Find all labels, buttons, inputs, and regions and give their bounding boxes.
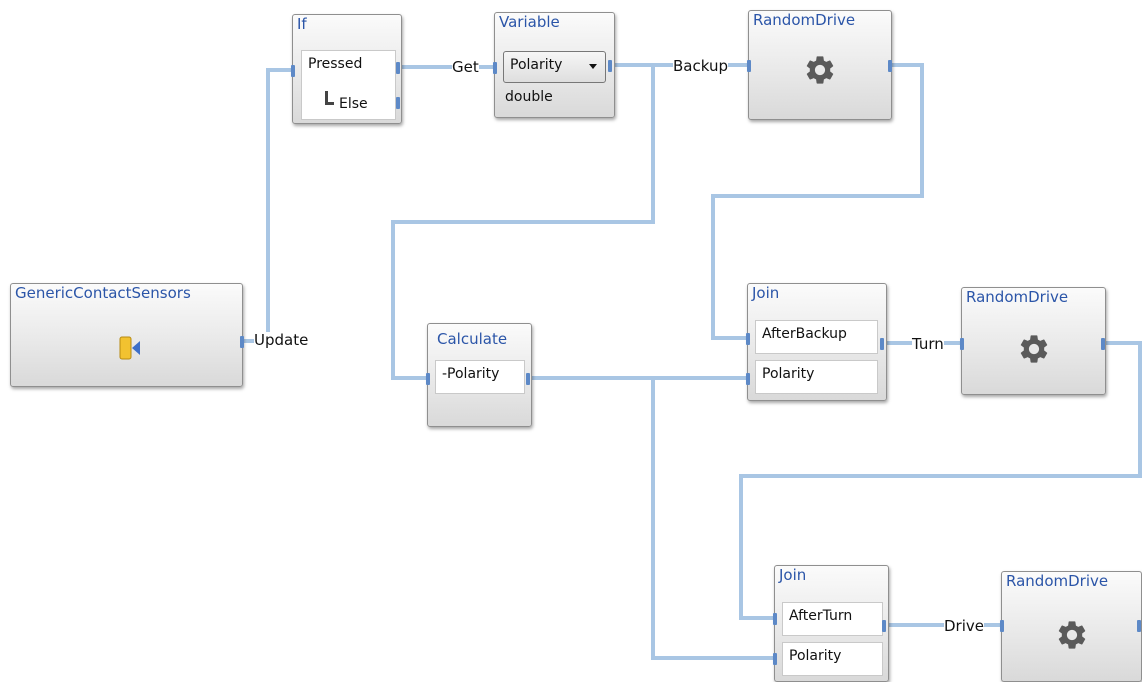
node-title: GenericContactSensors xyxy=(15,284,191,302)
output-pin[interactable] xyxy=(1137,620,1141,632)
input-pin[interactable] xyxy=(1000,620,1004,632)
node-title: Variable xyxy=(499,13,560,31)
chevron-down-icon xyxy=(589,64,597,69)
input-pin[interactable] xyxy=(773,613,777,625)
turn-connection-label: Turn xyxy=(912,335,944,353)
output-pin-else[interactable] xyxy=(396,97,400,109)
random-drive-node-1[interactable]: RandomDrive xyxy=(747,10,892,120)
input-pin[interactable] xyxy=(291,65,295,77)
calculate-expression: -Polarity xyxy=(442,366,500,382)
input-pin[interactable] xyxy=(960,338,964,350)
gear-icon xyxy=(806,56,834,84)
output-pin[interactable] xyxy=(882,620,886,632)
calculate-node[interactable]: Calculate -Polarity xyxy=(426,323,532,427)
node-title: If xyxy=(297,15,307,33)
expression-panel: -Polarity xyxy=(435,360,525,394)
variable-name-dropdown[interactable]: Polarity xyxy=(503,51,606,83)
node-title: Join xyxy=(779,566,807,584)
drive-connection-label: Drive xyxy=(944,617,984,635)
if-node[interactable]: If Pressed Else xyxy=(291,14,402,124)
generic-contact-sensors-node[interactable]: GenericContactSensors xyxy=(10,283,244,387)
output-pin-pressed[interactable] xyxy=(396,62,400,74)
join-input-row: Polarity xyxy=(782,642,883,676)
join-input-label: Polarity xyxy=(762,366,815,382)
output-pin[interactable] xyxy=(1101,338,1105,350)
output-pin[interactable] xyxy=(888,60,892,72)
wire-update-to-if xyxy=(242,68,294,343)
join-node-2[interactable]: Join AfterTurn Polarity xyxy=(773,565,889,682)
wire-calculate-to-join-2 xyxy=(527,376,775,660)
output-pin[interactable] xyxy=(526,373,530,385)
backup-connection-label: Backup xyxy=(673,57,728,75)
input-pin[interactable] xyxy=(746,333,750,345)
join-input-row: Polarity xyxy=(755,360,878,394)
else-corner-icon xyxy=(325,91,334,105)
variable-node[interactable]: Variable Polarity double xyxy=(493,12,615,118)
if-condition-panel: Pressed Else xyxy=(301,50,396,120)
input-pin[interactable] xyxy=(493,62,497,74)
join-input-row: AfterBackup xyxy=(755,320,878,354)
output-pin[interactable] xyxy=(240,336,244,348)
node-title: RandomDrive xyxy=(753,11,856,29)
join-node-1[interactable]: Join AfterBackup Polarity xyxy=(746,283,887,401)
node-title: RandomDrive xyxy=(1006,572,1109,590)
node-title: Join xyxy=(752,284,780,302)
join-input-label: Polarity xyxy=(789,648,842,664)
input-pin[interactable] xyxy=(746,373,750,385)
random-drive-node-3[interactable]: RandomDrive xyxy=(1000,571,1142,682)
join-input-row: AfterTurn xyxy=(782,602,883,636)
output-pin[interactable] xyxy=(880,338,884,350)
input-pin[interactable] xyxy=(773,653,777,665)
join-input-label: AfterTurn xyxy=(789,608,853,624)
input-pin[interactable] xyxy=(426,373,430,385)
variable-name-value: Polarity xyxy=(510,57,563,73)
output-pin[interactable] xyxy=(608,60,612,72)
node-title: Calculate xyxy=(437,330,508,348)
else-case-label: Else xyxy=(339,96,368,112)
join-input-label: AfterBackup xyxy=(762,326,847,342)
random-drive-node-2[interactable]: RandomDrive xyxy=(960,287,1106,395)
node-title: RandomDrive xyxy=(966,288,1069,306)
bumper-sensor-icon xyxy=(119,336,140,360)
update-connection-label: Update xyxy=(254,331,309,349)
get-connection-label: Get xyxy=(452,58,479,76)
gear-icon xyxy=(1020,335,1048,363)
gear-icon xyxy=(1058,621,1086,649)
input-pin[interactable] xyxy=(747,60,751,72)
variable-type-label: double xyxy=(505,89,553,105)
pressed-case-label: Pressed xyxy=(308,56,363,72)
